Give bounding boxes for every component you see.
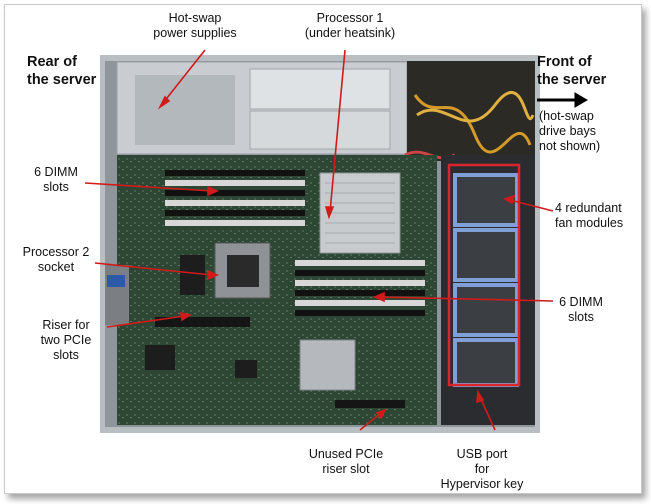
processor-2-socket	[214, 242, 271, 299]
power-supply-2	[249, 110, 391, 150]
dimm-slots-left	[165, 170, 305, 226]
diagram-frame: Hot-swap power supplies Processor 1 (und…	[4, 4, 642, 494]
fan-modules	[453, 173, 519, 387]
label-usb-hypervisor: USB port for Hypervisor key	[440, 447, 524, 491]
server-illustration	[84, 49, 588, 433]
label-hot-swap-power-supplies: Hot-swap power supplies	[153, 11, 237, 40]
rear-io	[105, 265, 129, 325]
label-processor-1: Processor 1 (under heatsink)	[304, 11, 396, 40]
label-rear-of-server: Rear of the server	[27, 54, 97, 88]
fan-highlight-box	[447, 163, 521, 387]
label-riser-pcie: Riser for two PCIe slots	[40, 318, 92, 362]
pcie-riser	[155, 317, 250, 327]
label-unused-pcie-riser: Unused PCIe riser slot	[308, 447, 384, 476]
power-supply-1	[249, 68, 391, 110]
unused-riser-slot	[335, 400, 405, 408]
label-front-of-server: Front of the server	[537, 54, 607, 88]
label-front-note: (hot-swap drive bays not shown)	[539, 109, 601, 153]
power-supply-vent	[135, 75, 235, 145]
label-fan-modules: 4 redundant fan modules	[555, 201, 624, 230]
annotation-arrows	[84, 49, 554, 431]
label-dimm-slots-right: 6 DIMM slots	[559, 295, 603, 324]
front-arrow	[537, 92, 588, 108]
label-dimm-slots-left: 6 DIMM slots	[34, 165, 78, 194]
chipset-heatsink	[299, 339, 356, 391]
label-processor-2-socket: Processor 2 socket	[22, 245, 90, 274]
dimm-slots-right	[295, 260, 425, 316]
